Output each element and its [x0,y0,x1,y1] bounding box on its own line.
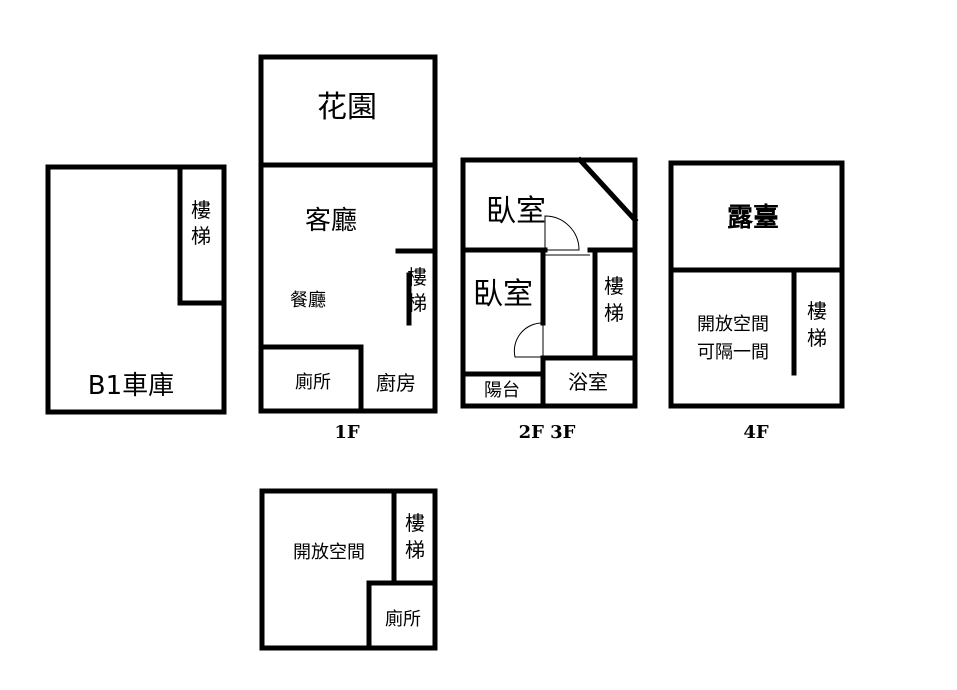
f1-kitchen-label: 廚房 [376,371,416,395]
f1-dining-label: 餐廳 [290,290,326,311]
f5-open-space-label: 開放空間 [293,542,365,563]
b1-stairs-label-2: 梯 [191,224,211,248]
f1-stairs-label-2: 梯 [407,291,427,315]
f5-toilet-label: 廁所 [385,608,421,630]
f1-toilet-wall [258,344,364,414]
f1-toilet-label: 廁所 [295,371,331,393]
f23-door-top [544,215,580,251]
f4-terrace-label: 露臺 [727,203,779,233]
f23-door-bottom [513,322,544,358]
f4-partition-label: 可隔一間 [697,342,769,363]
f4-stairs-label-2: 梯 [807,326,827,350]
f5-stairs-label-1: 樓 [405,511,425,535]
f4-outline [668,160,845,409]
f23-bathroom-label: 浴室 [568,370,608,394]
f23-stairs-label-2: 梯 [604,301,624,325]
b1-stairs-label-1: 樓 [191,198,211,222]
f23-stairs-label-1: 樓 [604,274,624,298]
b1-outline [45,164,227,415]
floor-4f: 露臺 開放空間 可隔一間 樓 梯 4F [668,160,845,443]
floor-5f: 開放空間 樓 梯 廁所 [259,488,438,651]
f4-open-space-label: 開放空間 [697,314,769,335]
f4-caption: 4F [743,422,769,443]
f5-outline [259,488,438,651]
f5-stairs-label-2: 梯 [405,538,425,562]
f23-corner-diagonal [576,156,639,224]
f1-caption: 1F [334,422,360,443]
floor-2f-3f: 臥室 臥室 樓 梯 陽台 浴室 2F 3F [460,156,639,443]
f23-balcony-label: 陽台 [484,380,520,401]
f1-living-label: 客廳 [305,206,357,236]
b1-stair-wall [177,164,227,306]
f23-bedroom-top-label: 臥室 [486,194,546,229]
b1-garage-label: B1車庫 [88,371,174,401]
f23-caption: 2F 3F [519,422,576,443]
floor-b1: 樓 梯 B1車庫 [45,164,227,415]
f23-bedroom-left-label: 臥室 [473,277,533,312]
f1-garden-label: 花園 [317,90,377,125]
floor-1f: 花園 客廳 餐廳 樓 梯 廁所 廚房 1F [258,54,438,443]
f5-toilet-wall [366,580,438,651]
f1-outline [258,54,438,414]
f23-outline [460,157,638,409]
f1-stairs-label-1: 樓 [407,265,427,289]
f4-stairs-label-1: 樓 [807,299,827,323]
